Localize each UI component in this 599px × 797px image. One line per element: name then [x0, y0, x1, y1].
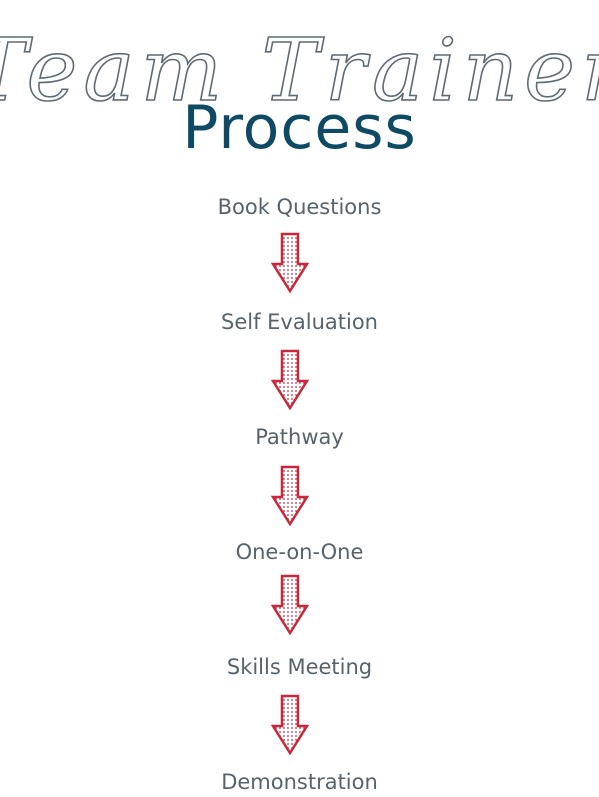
page-title: Process — [182, 93, 417, 163]
step-label-demonstration: Demonstration — [221, 770, 378, 794]
down-arrow-icon — [270, 465, 310, 527]
down-arrow-icon — [270, 349, 310, 411]
down-arrow-icon — [270, 574, 310, 636]
step-label-skills-meeting: Skills Meeting — [226, 655, 373, 679]
step-label-one-on-one: One-on-One — [235, 540, 364, 564]
script-title: Team Trainer — [0, 20, 599, 122]
script-title-text: Team Trainer — [0, 21, 599, 121]
down-arrow-icon — [270, 232, 310, 294]
step-label-self-evaluation: Self Evaluation — [221, 310, 378, 334]
step-label-pathway: Pathway — [255, 425, 344, 449]
down-arrow-icon — [270, 694, 310, 756]
step-label-book-questions: Book Questions — [217, 195, 382, 219]
